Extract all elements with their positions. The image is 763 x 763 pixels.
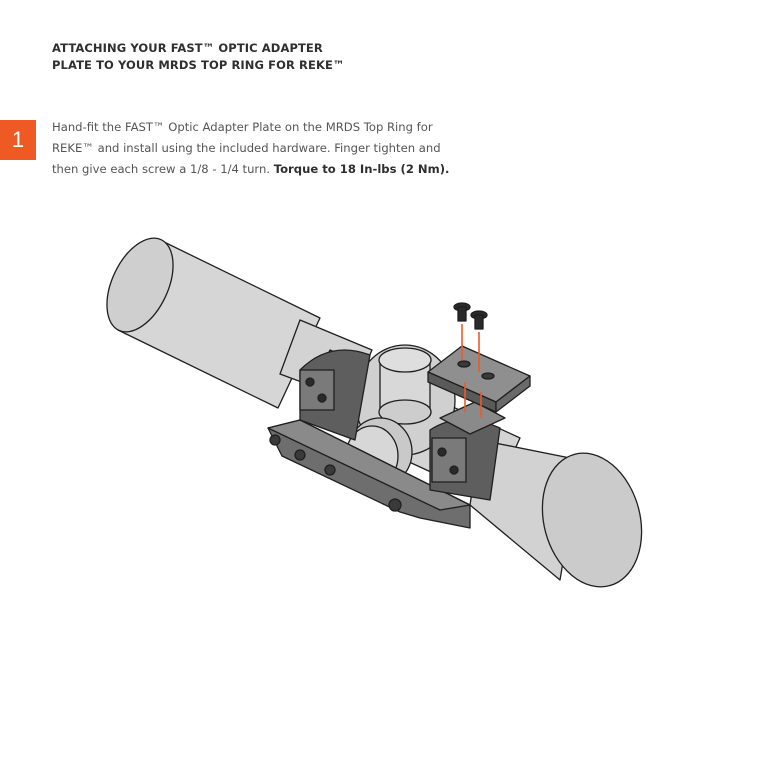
alignment-guides	[461, 324, 482, 418]
torque-spec: Torque to 18 In-lbs (2 Nm).	[273, 162, 450, 176]
instruction-line-1: Hand-fit the FAST™ Optic Adapter Plate o…	[52, 120, 433, 134]
instruction-line-3: then give each screw a 1/8 - 1/4 turn. T…	[52, 159, 449, 180]
instruction-line-2: REKE™ and install using the included har…	[52, 141, 441, 155]
title-line-2: PLATE TO YOUR MRDS TOP RING FOR REKE™	[52, 58, 345, 72]
instruction-line-3-text: then give each screw a 1/8 - 1/4 turn.	[52, 162, 274, 176]
optic-adapter-plate	[427, 345, 531, 413]
step-instructions: Hand-fit the FAST™ Optic Adapter Plate o…	[52, 117, 449, 180]
mount-rear-ring	[299, 349, 371, 441]
mount-front-ring	[429, 401, 506, 501]
step-number-badge: 1	[0, 120, 36, 160]
mount-base-rail	[267, 419, 471, 529]
scope-ocular-bell	[469, 439, 643, 588]
instruction-title: ATTACHING YOUR FAST™ OPTIC ADAPTER PLATE…	[52, 40, 472, 74]
title-line-1: ATTACHING YOUR FAST™ OPTIC ADAPTER	[52, 41, 323, 55]
mounting-screws	[453, 302, 488, 330]
